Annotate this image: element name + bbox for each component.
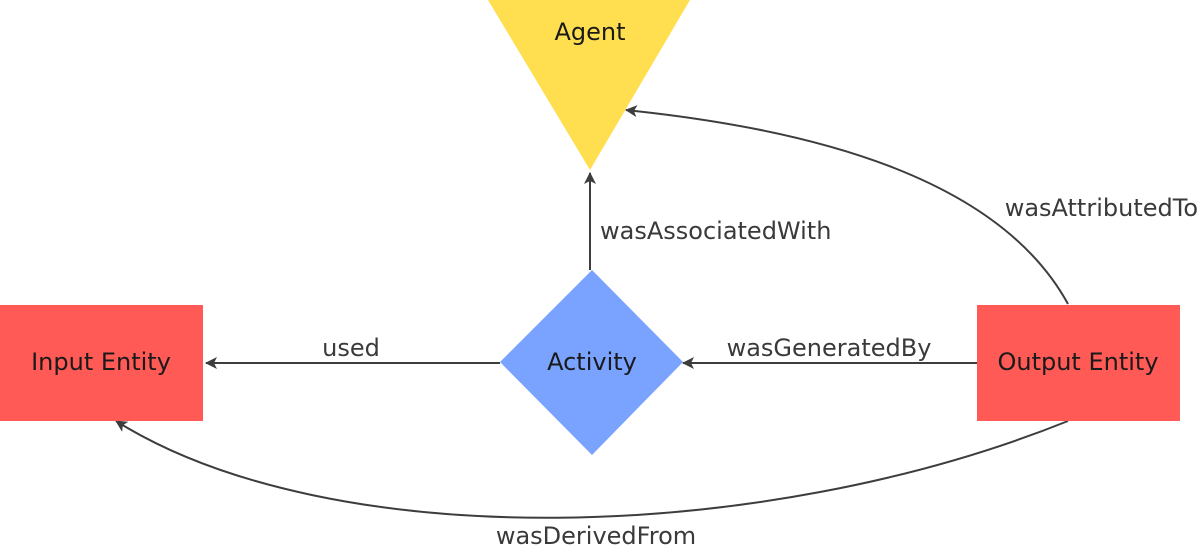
label-used: used (322, 334, 380, 362)
label-was-associated-with: wasAssociatedWith (600, 217, 831, 245)
output-entity-label: Output Entity (997, 348, 1158, 376)
edge-was-attributed-to (625, 105, 1069, 305)
edges (115, 105, 1069, 519)
output-entity-node[interactable]: Output Entity (977, 305, 1180, 421)
label-was-derived-from: wasDerivedFrom (496, 522, 696, 546)
edge-was-derived-from (115, 420, 1069, 519)
agent-label: Agent (554, 18, 625, 46)
label-was-attributed-to: wasAttributedTo (1005, 194, 1198, 222)
activity-node[interactable]: Activity (500, 270, 683, 455)
nodes: Agent Activity Input Entity Output Entit… (0, 0, 1180, 455)
agent-node[interactable]: Agent (488, 0, 690, 170)
label-was-generated-by: wasGeneratedBy (727, 334, 932, 362)
input-entity-node[interactable]: Input Entity (0, 305, 203, 421)
agent-shape (488, 0, 690, 170)
activity-label: Activity (547, 348, 637, 376)
input-entity-shape (0, 305, 203, 421)
output-entity-shape (977, 305, 1180, 421)
input-entity-label: Input Entity (31, 348, 171, 376)
edge-labels: wasAssociatedWith used wasGeneratedBy wa… (322, 194, 1198, 546)
activity-shape (500, 270, 683, 455)
